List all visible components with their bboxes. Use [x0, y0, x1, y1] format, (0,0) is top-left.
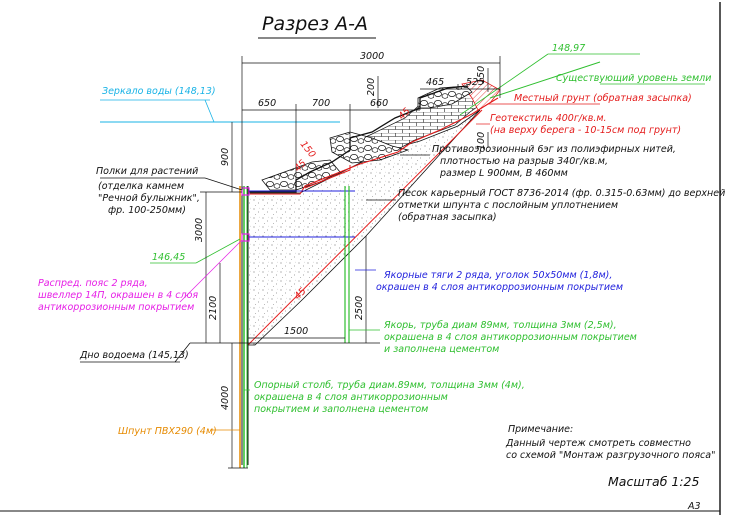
- anchor-pipes: [344, 186, 350, 343]
- label-shelves-3: "Речной булыжник",: [98, 193, 200, 204]
- label-post-2: окрашена в 4 слоя антикоррозионным: [254, 392, 448, 403]
- label-local-soil: Местный грунт (обратная засыпка): [514, 93, 692, 104]
- dim-150-slope: 150: [298, 139, 318, 160]
- sheet-format: А3: [687, 501, 701, 512]
- geotextile-line-2: [304, 165, 351, 189]
- support-post: [243, 186, 248, 468]
- dim-465: 465: [426, 77, 444, 88]
- dim-100: 100: [476, 132, 487, 150]
- label-shelves-4: фр. 100-250мм): [108, 205, 186, 216]
- scale-label: Масштаб 1:25: [608, 474, 699, 489]
- label-sand-1: Песок карьерный ГОСТ 8736-2014 (фр. 0.31…: [398, 188, 725, 199]
- dim-660: 660: [370, 98, 388, 109]
- label-mat-1: Противоэрозионный 6эг из полиэфирных нит…: [432, 144, 676, 155]
- label-anchor-1: Якорь, труба диам 89мм, толщина 3мм (2,5…: [383, 320, 617, 331]
- dim-150-top: 150: [476, 66, 487, 84]
- dim-700: 700: [312, 98, 330, 109]
- dim-525: 525: [466, 77, 484, 88]
- level-water: Зеркало воды (148,13): [102, 86, 216, 97]
- dim-900: 900: [220, 148, 231, 166]
- anchor-rods: [249, 190, 355, 238]
- label-shelves-1: Полки для растений: [96, 166, 198, 177]
- note-line2: со схемой "Монтаж разгрузочного пояса": [506, 450, 715, 461]
- level-lines: [80, 53, 705, 363]
- slope-construction: [241, 79, 501, 465]
- label-belt-1: Распред. пояс 2 ряда,: [38, 278, 148, 289]
- dim-3000-top: 3000: [360, 51, 384, 62]
- note-line1: Данный чертеж смотреть совместно: [505, 438, 691, 449]
- dim-2100: 2100: [208, 296, 219, 320]
- label-anchor-2: окрашена в 4 слоя антикоррозионным покры…: [384, 332, 637, 343]
- slope-45-line: [247, 109, 483, 346]
- leader-lines: [100, 103, 600, 431]
- label-anchor-3: и заполнена цементом: [384, 344, 499, 355]
- label-sand-2: отметки шпунта с послойным уплотнением: [398, 200, 618, 211]
- note-heading: Примечание:: [508, 424, 573, 435]
- dim-200: 200: [366, 78, 377, 96]
- label-geotextile-2: (на верху берега - 10-15см под грунт): [490, 125, 681, 136]
- label-rods-1: Якорные тяги 2 ряда, уголок 50х50мм (1,8…: [383, 270, 612, 281]
- label-mat-2: плотностью на разрыв 340г/кв.м,: [440, 156, 608, 167]
- dim-3000-left: 3000: [194, 218, 205, 242]
- dim-650: 650: [258, 98, 276, 109]
- label-rods-2: окрашен в 4 слоя антикоррозионным покрыт…: [376, 282, 623, 293]
- label-post-1: Опорный столб, труба диам.89мм, толщина …: [254, 380, 525, 391]
- drawing-title: Разрез А-А: [262, 13, 368, 35]
- label-mat-3: размер L 900мм, В 460мм: [439, 168, 568, 179]
- label-sheet-pile: Шпунт ПВХ290 (4м): [118, 426, 217, 437]
- label-post-3: покрытием и заполнена цементом: [254, 404, 428, 415]
- label-shelves-2: (отделка камнем: [98, 181, 184, 192]
- dim-2500: 2500: [354, 296, 365, 320]
- dim-4000: 4000: [220, 386, 231, 410]
- label-ground-level: Существующий уровень земли: [556, 73, 711, 84]
- level-mid: 146,45: [152, 252, 185, 263]
- label-geotextile-1: Геотекстиль 400г/кв.м.: [490, 113, 607, 124]
- label-sand-3: (обратная засыпка): [398, 212, 497, 223]
- label-belt-3: антикоррозионным покрытием: [38, 302, 194, 313]
- dim-1500: 1500: [284, 326, 308, 337]
- geotextile-line: [250, 97, 499, 195]
- level-bottom: Дно водоема (145,13): [79, 350, 189, 361]
- label-belt-2: швеллер 14П, окрашен в 4 слоя: [38, 290, 198, 301]
- dimension-lines: [200, 56, 501, 469]
- level-top: 148,97: [552, 43, 585, 54]
